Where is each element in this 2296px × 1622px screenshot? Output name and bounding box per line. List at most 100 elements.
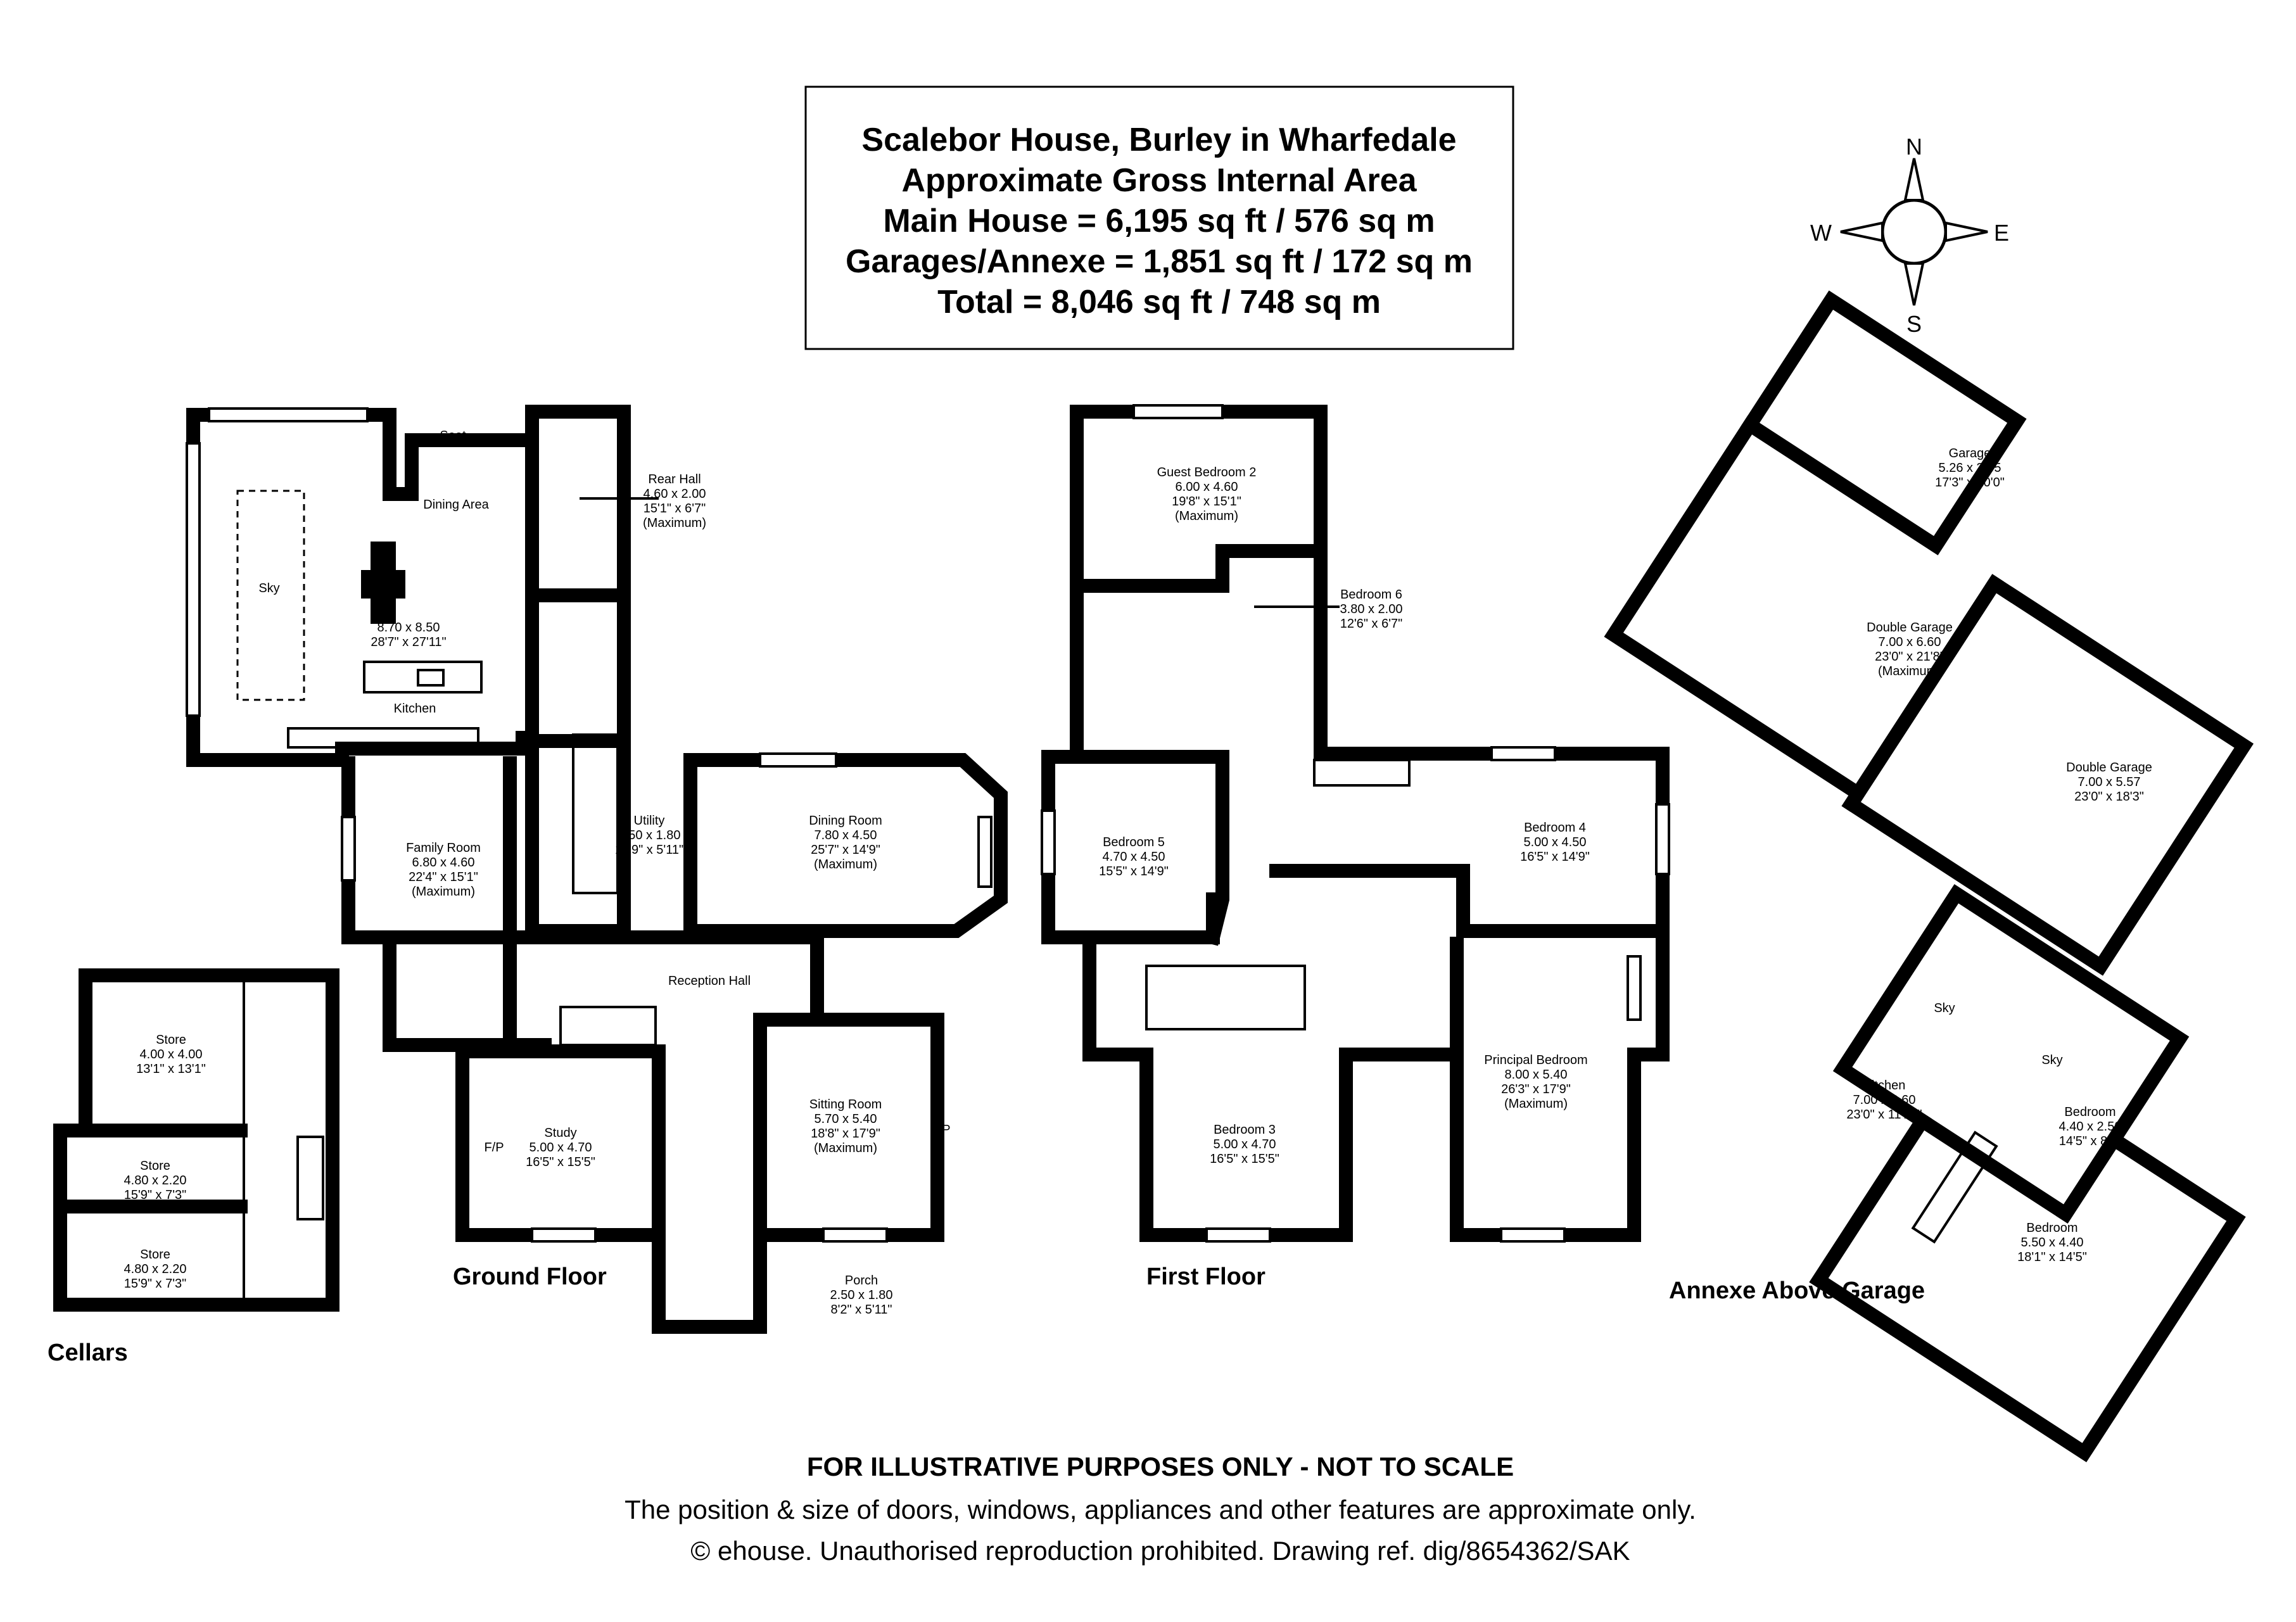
bedroom-4-name: Bedroom 4 — [1524, 821, 1586, 835]
garage-metric: 5.26 x 3.05 — [1939, 461, 2001, 475]
area-summary-box: Scalebor House, Burley in Wharfedale App… — [804, 86, 1514, 350]
rear-hall-name: Rear Hall — [648, 472, 701, 486]
cellars-label: Cellars — [48, 1340, 128, 1366]
garage-name: Garage — [1949, 447, 1991, 460]
compass-west: W — [1810, 220, 1832, 246]
family-room-max: (Maximum) — [412, 885, 475, 899]
bedroom-6-name: Bedroom 6 — [1340, 588, 1402, 602]
compass-north: N — [1906, 134, 1922, 160]
first-floor-label: First Floor — [1146, 1264, 1265, 1290]
porch-imperial: 8'2" x 5'11" — [830, 1303, 892, 1317]
annexe-bedroom-b-metric: 5.50 x 4.40 — [2021, 1236, 2084, 1250]
bedroom-4-metric: 5.00 x 4.50 — [1524, 835, 1587, 849]
family-room-imperial: 22'4" x 15'1" — [409, 870, 478, 884]
rear-hall-metric: 4.60 x 2.00 — [644, 487, 706, 501]
reception-hall-label: Reception Hall — [668, 974, 751, 988]
garage-imperial: 17'3" x 10'0" — [1935, 476, 2005, 490]
kitchen-dims-imperial: 28'7" x 27'11" — [371, 635, 446, 649]
kitchen-dims-metric: 8.70 x 8.50 — [377, 621, 440, 635]
double-garage-b-name: Double Garage — [2066, 761, 2152, 775]
garages-plan: Garage 5.26 x 3.05 17'3" x 10'0" Double … — [1604, 290, 2254, 976]
study-fireplace: F/P — [484, 1141, 504, 1155]
seat-label: Seat — [440, 429, 466, 443]
compass-rose-icon: N S W E — [1810, 134, 2009, 337]
first-floor-plan: Guest Bedroom 2 6.00 x 4.60 19'8" x 15'1… — [1041, 404, 1670, 1290]
guest-bedroom-2-max: (Maximum) — [1175, 509, 1238, 523]
store-c-metric: 4.80 x 2.20 — [124, 1262, 187, 1276]
bedroom-3-metric: 5.00 x 4.70 — [1214, 1137, 1276, 1151]
bedroom-3-imperial: 16'5" x 15'5" — [1210, 1152, 1279, 1166]
rear-hall-max: (Maximum) — [643, 516, 706, 530]
annexe-bedroom-a-imperial: 14'5" x 8'2" — [2059, 1134, 2122, 1148]
annexe-bedroom-a-metric: 4.40 x 2.50 — [2059, 1120, 2122, 1134]
bedroom-6-metric: 3.80 x 2.00 — [1340, 602, 1403, 616]
store-b-imperial: 15'9" x 7'3" — [124, 1188, 187, 1202]
annexe-plan: Kitchen 7.00 x 3.60 23'0" x 11'10" Sky S… — [1669, 884, 2246, 1462]
annexe-kitchen-name: Kitchen — [1863, 1079, 1906, 1093]
guest-bedroom-2-imperial: 19'8" x 15'1" — [1172, 495, 1241, 509]
sitting-room-metric: 5.70 x 5.40 — [815, 1112, 877, 1126]
plan-title: Scalebor House, Burley in Wharfedale — [861, 122, 1456, 158]
annexe-bedroom-b-name: Bedroom — [2026, 1221, 2077, 1235]
store-a-name: Store — [156, 1033, 186, 1047]
sitting-room-name: Sitting Room — [809, 1098, 882, 1112]
annexe-bedroom-a-name: Bedroom — [2064, 1105, 2115, 1119]
rear-hall-imperial: 15'1" x 6'7" — [644, 502, 706, 516]
principal-bedroom-metric: 8.00 x 5.40 — [1505, 1068, 1568, 1082]
study-metric: 5.00 x 4.70 — [530, 1141, 592, 1155]
annexe-sky-label-2: Sky — [2041, 1053, 2062, 1067]
total-area: Total = 8,046 sq ft / 748 sq m — [937, 284, 1381, 320]
dining-area-label: Dining Area — [423, 498, 489, 512]
main-house-area: Main House = 6,195 sq ft / 576 sq m — [883, 203, 1435, 239]
area-heading: Approximate Gross Internal Area — [902, 162, 1418, 199]
annexe-label: Annexe Above Garage — [1669, 1277, 1925, 1304]
ground-floor-label: Ground Floor — [453, 1264, 607, 1290]
copyright-notice: © ehouse. Unauthorised reproduction proh… — [690, 1536, 1630, 1566]
bedroom-5-name: Bedroom 5 — [1103, 835, 1165, 849]
sky-label: Sky — [258, 581, 279, 595]
double-garage-a-max: (Maximum) — [1878, 664, 1941, 678]
sitting-room-fireplace: F/P — [930, 1123, 950, 1137]
double-garage-a-imperial: 23'0" x 21'8" — [1875, 650, 1944, 664]
annexe-kitchen-metric: 7.00 x 3.60 — [1853, 1093, 1916, 1107]
guest-bedroom-2-name: Guest Bedroom 2 — [1157, 466, 1257, 479]
principal-bedroom-max: (Maximum) — [1504, 1097, 1568, 1111]
utility-imperial: 14'9" x 5'11" — [615, 843, 683, 857]
bedroom-5-imperial: 15'5" x 14'9" — [1099, 865, 1169, 878]
principal-bedroom-imperial: 26'3" x 17'9" — [1501, 1082, 1571, 1096]
store-c-imperial: 15'9" x 7'3" — [124, 1277, 187, 1291]
dining-room-imperial: 25'7" x 14'9" — [811, 843, 880, 857]
porch-name: Porch — [845, 1274, 878, 1288]
dining-room-max: (Maximum) — [814, 858, 877, 871]
porch-metric: 2.50 x 1.80 — [830, 1288, 893, 1302]
store-a-imperial: 13'1" x 13'1" — [136, 1062, 206, 1076]
study-name: Study — [544, 1126, 576, 1140]
store-c-name: Store — [140, 1248, 170, 1262]
family-room-metric: 6.80 x 4.60 — [412, 856, 475, 870]
annexe-bedroom-b-imperial: 18'1" x 14'5" — [2017, 1250, 2087, 1264]
double-garage-a-name: Double Garage — [1867, 621, 1953, 635]
bedroom-3-name: Bedroom 3 — [1214, 1123, 1276, 1137]
bedroom-5-metric: 4.70 x 4.50 — [1103, 850, 1165, 864]
double-garage-a-metric: 7.00 x 6.60 — [1879, 635, 1941, 649]
utility-metric: 4.50 x 1.80 — [618, 828, 681, 842]
double-garage-b-imperial: 23'0" x 18'3" — [2074, 790, 2144, 804]
not-to-scale-notice: FOR ILLUSTRATIVE PURPOSES ONLY - NOT TO … — [807, 1452, 1514, 1481]
kitchen-label: Kitchen — [394, 702, 436, 716]
annexe-kitchen-imperial: 23'0" x 11'10" — [1846, 1108, 1922, 1122]
approximate-notice: The position & size of doors, windows, a… — [625, 1495, 1696, 1524]
guest-bedroom-2-metric: 6.00 x 4.60 — [1176, 480, 1238, 494]
dining-room-metric: 7.80 x 4.50 — [815, 828, 877, 842]
double-garage-b-metric: 7.00 x 5.57 — [2078, 775, 2141, 789]
store-b-name: Store — [140, 1159, 170, 1173]
store-b-metric: 4.80 x 2.20 — [124, 1174, 187, 1188]
dining-room-name: Dining Room — [809, 814, 882, 828]
annexe-sky-label-1: Sky — [1934, 1001, 1955, 1015]
utility-name: Utility — [634, 814, 665, 828]
bedroom-6-imperial: 12'6" x 6'7" — [1340, 617, 1403, 631]
disclaimer-footer: FOR ILLUSTRATIVE PURPOSES ONLY - NOT TO … — [625, 1452, 1696, 1566]
cellars-plan: Store 4.00 x 4.00 13'1" x 13'1" Store 4.… — [48, 968, 339, 1366]
study-imperial: 16'5" x 15'5" — [526, 1155, 595, 1169]
compass-east: E — [1994, 220, 2009, 246]
